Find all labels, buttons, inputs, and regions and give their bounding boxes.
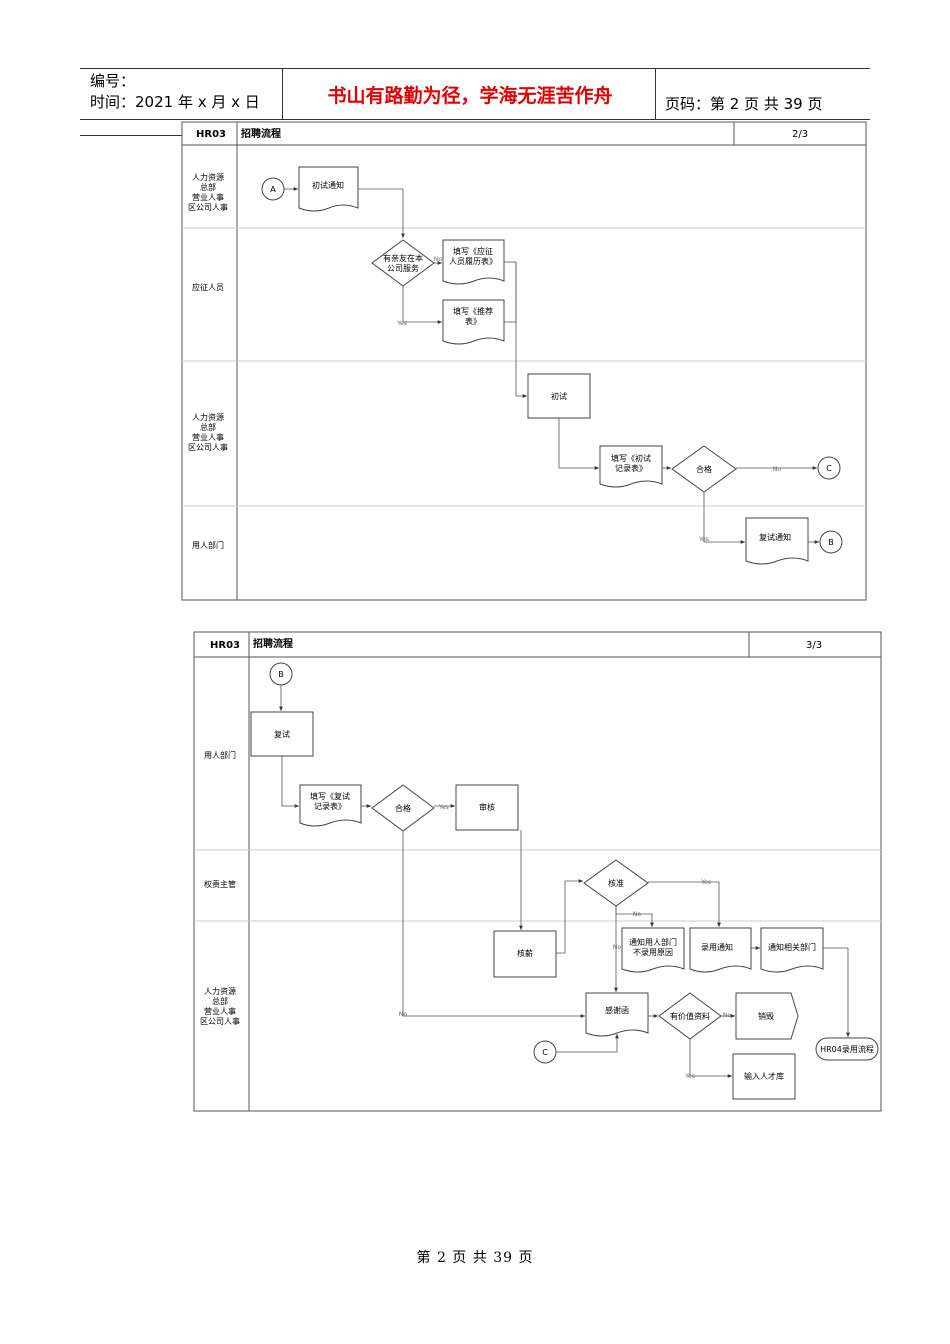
page-label: 页码：第 2 页 共 39 页: [665, 95, 823, 113]
doc-fill-form: [442, 239, 505, 285]
connector-c-label: C: [826, 464, 832, 473]
chart1-title: 招聘流程: [241, 127, 281, 140]
doc-fill-first-record: [599, 445, 663, 488]
fill-form-label: 填写《应征人员履历表》: [449, 246, 497, 266]
edge-label-no: No: [613, 944, 621, 951]
header-rule: [80, 135, 182, 136]
process-retest: [250, 711, 314, 757]
connector-a-label: A: [270, 185, 276, 194]
terminal-hr04: [815, 1037, 879, 1061]
doc-fill-recommend: [442, 299, 505, 345]
connector-c: [817, 456, 841, 480]
edge-label-yes: Yes: [700, 879, 711, 886]
edge-label-yes: Yes: [396, 320, 407, 327]
time-label: 时间：2021 年 x 月 x 日: [90, 93, 260, 111]
doc-fill-retest-record: [299, 784, 362, 827]
doc-retest-notice: [745, 517, 809, 565]
decision-friend-label: 有亲友在本公司服务: [383, 253, 423, 273]
edge-label-no: No: [633, 911, 641, 918]
process-first-interview: [527, 373, 591, 419]
doc-first-notice: [298, 166, 359, 212]
first-interview-label: 初试: [551, 391, 567, 401]
salary-label: 核薪: [517, 948, 533, 958]
hire-notice-label: 录用通知: [701, 942, 733, 952]
chart1-lane-label: 用人部门: [192, 540, 224, 550]
number-label: 编号：: [90, 72, 136, 90]
chart1-lane-label: 人力资源总部营业人事区公司人事: [188, 412, 228, 452]
chart2-lane-label: 人力资源总部营业人事区公司人事: [200, 986, 240, 1026]
fill-retest-record-label: 填写《复试记录表》: [310, 791, 350, 811]
chart2-code: HR03: [210, 640, 240, 651]
retest-notice-label: 复试通知: [759, 532, 791, 542]
edge-label-yes: Yes: [684, 1073, 695, 1080]
process-destroy: [735, 992, 799, 1040]
fill-recommend-label: 填写《推荐表》: [453, 306, 493, 326]
chart2-page: 3/3: [806, 640, 822, 651]
chart2-lane-label: 用人部门: [204, 750, 236, 760]
connector-b-label: B: [828, 538, 834, 547]
fill-first-record-label: 填写《初试记录表》: [611, 453, 651, 473]
chart2-frame: [193, 631, 882, 1112]
chart1-code: HR03: [196, 129, 226, 140]
header-divider: [282, 69, 283, 119]
first-notice-label: 初试通知: [312, 180, 344, 190]
hr04-label: HR04录用流程: [820, 1044, 874, 1054]
connector-c-label: C: [542, 1048, 548, 1057]
edge-label-no: No: [723, 1012, 731, 1019]
doc-hire-notice: [689, 927, 752, 973]
chart1-lane-label: 人力资源总部营业人事区公司人事: [188, 172, 228, 212]
header-motto: 书山有路勤为径，学海无涯苦作舟: [327, 85, 613, 107]
chart1-lane-label: 应征人员: [192, 282, 224, 292]
talent-db-label: 输入人才库: [744, 1071, 784, 1081]
qualified-label: 合格: [696, 464, 712, 474]
document-header: 编号： 时间：2021 年 x 月 x 日 书山有路勤为径，学海无涯苦作舟 页码…: [80, 68, 870, 120]
connector-b: [819, 530, 843, 554]
process-review: [455, 784, 519, 831]
destroy-label: 销毁: [758, 1011, 774, 1021]
header-divider: [655, 69, 656, 119]
connector-b-label: B: [278, 670, 284, 679]
process-salary: [493, 930, 557, 978]
notify-reject-label: 通知用人部门不录用原因: [629, 937, 677, 957]
thanks-label: 感谢函: [605, 1005, 629, 1015]
page-footer: 第 2 页 共 39 页: [416, 1250, 534, 1266]
edge-label-no: No: [399, 1011, 407, 1018]
retest-label: 复试: [274, 729, 290, 739]
qualified-label: 合格: [395, 803, 411, 813]
notify-dept-label: 通知相关部门: [768, 942, 816, 952]
edge-label-no: No: [434, 256, 442, 263]
process-talent-db: [732, 1053, 796, 1100]
edge-label-yes: Yes: [438, 804, 449, 811]
approve-label: 核准: [608, 878, 624, 888]
doc-notify-reject: [621, 927, 685, 973]
chart2-title: 招聘流程: [253, 637, 293, 650]
chart2-lane-label: 权责主管: [204, 879, 236, 889]
edge-label-yes: Yes: [698, 536, 709, 543]
header-meta: 编号： 时间：2021 年 x 月 x 日: [90, 71, 260, 113]
doc-notify-dept: [760, 927, 824, 973]
edge-label-no: No: [773, 466, 781, 473]
doc-thanks: [585, 992, 649, 1037]
valuable-label: 有价值资料: [670, 1011, 710, 1021]
chart1-page: 2/3: [792, 129, 808, 140]
review-label: 审核: [479, 802, 495, 812]
